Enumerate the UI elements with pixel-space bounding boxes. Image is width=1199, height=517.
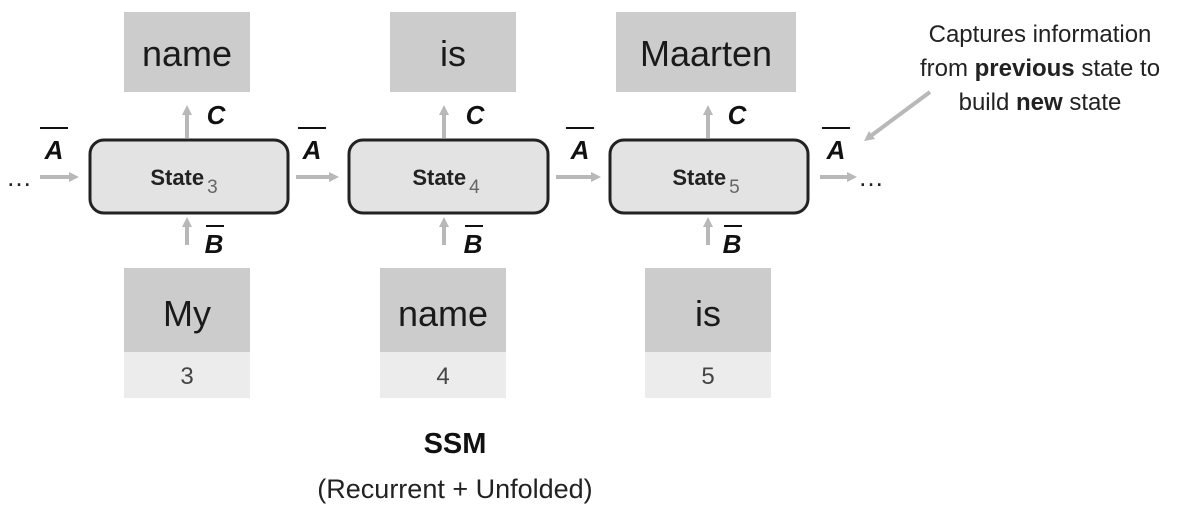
- c-label-3: C: [207, 100, 227, 130]
- caption-title: SSM: [423, 428, 487, 460]
- svg-text:A: A: [44, 135, 64, 165]
- a-label-0: A: [40, 127, 68, 165]
- note-line-3: build new state: [958, 89, 1122, 116]
- ellipsis-left: …: [6, 162, 32, 192]
- svg-text:is: is: [695, 293, 721, 334]
- svg-text:name: name: [398, 293, 488, 334]
- ellipsis-right: …: [858, 162, 884, 192]
- svg-text:B: B: [205, 229, 224, 259]
- input-token-5: is: [645, 268, 771, 352]
- svg-text:B: B: [464, 229, 483, 259]
- svg-text:5: 5: [701, 363, 714, 390]
- caption-subtitle: (Recurrent + Unfolded): [317, 474, 593, 504]
- annotation-arrow: [863, 90, 932, 141]
- position-3: 3: [124, 352, 250, 398]
- output-token-4: is: [390, 12, 516, 92]
- output-token-5: Maarten: [616, 12, 796, 92]
- b-label-4: B: [464, 225, 483, 259]
- svg-text:My: My: [163, 293, 211, 334]
- a-label-2: A: [566, 127, 594, 165]
- svg-text:B: B: [723, 229, 742, 259]
- position-5: 5: [645, 352, 771, 398]
- input-token-3: My: [124, 268, 250, 352]
- svg-text:Maarten: Maarten: [640, 33, 772, 74]
- svg-text:3: 3: [180, 363, 193, 390]
- b-label-5: B: [723, 225, 742, 259]
- annotation-note: Captures information from previous state…: [880, 18, 1199, 120]
- c-label-5: C: [728, 100, 748, 130]
- note-line-2: from previous state to: [919, 55, 1161, 82]
- note-line-1: Captures information: [928, 21, 1152, 48]
- svg-text:A: A: [826, 135, 846, 165]
- input-token-4: name: [380, 268, 506, 352]
- position-4: 4: [380, 352, 506, 398]
- a-label-1: A: [298, 127, 326, 165]
- a-label-3: A: [822, 127, 850, 165]
- svg-text:is: is: [440, 33, 466, 74]
- svg-text:A: A: [302, 135, 322, 165]
- svg-text:name: name: [142, 33, 232, 74]
- output-token-3: name: [124, 12, 250, 92]
- c-label-4: C: [466, 100, 486, 130]
- svg-text:4: 4: [436, 363, 449, 390]
- svg-text:A: A: [570, 135, 590, 165]
- b-label-3: B: [205, 225, 224, 259]
